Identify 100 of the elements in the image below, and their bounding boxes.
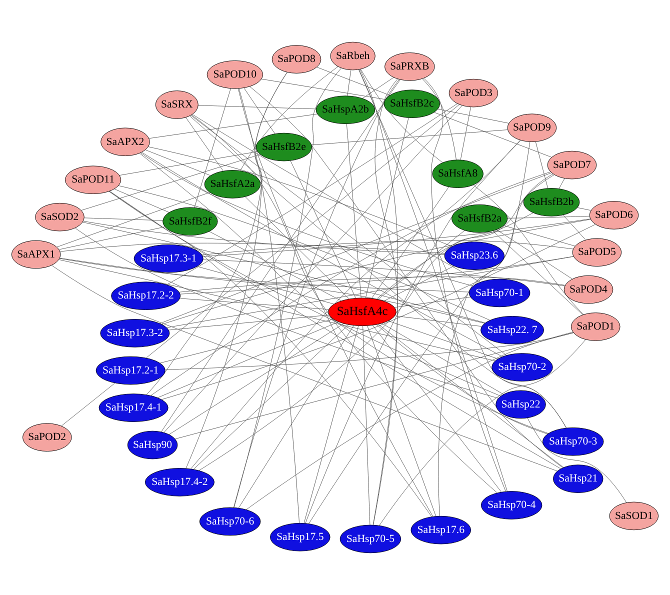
node-ellipse: SaSRX <box>155 90 198 119</box>
node-ellipse: SaHsp70-1 <box>468 278 530 308</box>
connector <box>577 207 591 211</box>
connector <box>535 142 548 188</box>
connector <box>146 104 460 358</box>
node-ellipse: SaAPX2 <box>100 128 150 156</box>
node-ellipse: SaHsfB2c <box>384 90 440 118</box>
node-ellipse: SaHsp22 <box>496 390 546 419</box>
connector <box>290 160 356 298</box>
connector <box>233 79 400 508</box>
connector <box>360 69 398 526</box>
connector <box>527 418 627 503</box>
connector <box>365 118 409 298</box>
connector <box>347 70 352 96</box>
connector <box>362 77 394 98</box>
connector <box>74 228 498 398</box>
connector <box>371 186 449 299</box>
connector <box>142 152 503 357</box>
connector <box>362 326 370 525</box>
connector <box>473 184 584 315</box>
connector <box>378 324 564 468</box>
connector <box>194 88 231 208</box>
connector <box>434 112 552 158</box>
connector <box>496 229 573 280</box>
node-ellipse: SaHsp70-3 <box>542 427 604 456</box>
node-ellipse: SaPOD7 <box>547 150 597 180</box>
connector <box>140 153 549 434</box>
node-ellipse: SaHsfA8 <box>432 160 484 188</box>
connector <box>197 266 334 304</box>
node-ellipse: SaAPX1 <box>11 240 61 269</box>
connector <box>379 339 586 526</box>
connector <box>157 322 339 398</box>
connector <box>394 316 482 327</box>
node-ellipse: SaRbeh <box>330 42 376 70</box>
node-ellipse: SaPOD5 <box>572 238 622 267</box>
connector <box>140 152 474 286</box>
connector <box>305 140 520 524</box>
node-ellipse: SaPOD6 <box>589 201 639 230</box>
connector <box>244 88 276 134</box>
node-ellipse: SaHsp23.6 <box>444 242 505 270</box>
connector <box>367 326 436 516</box>
connector <box>198 105 316 110</box>
connector <box>52 265 558 472</box>
node-ellipse: SaPOD9 <box>507 114 557 142</box>
connector <box>378 230 465 300</box>
node-ellipse: SaHsp17.2-1 <box>96 356 166 385</box>
connector <box>346 124 362 298</box>
connector <box>388 320 498 360</box>
connector <box>168 314 330 330</box>
node-ellipse: SaPOD11 <box>64 166 122 194</box>
connector <box>160 319 334 364</box>
node-ellipse: SaSOD1 <box>609 502 659 530</box>
node-ellipse: SaPRXB <box>384 52 435 81</box>
connector <box>372 78 398 526</box>
connector <box>179 276 565 292</box>
connector <box>192 114 480 282</box>
connector <box>238 88 434 517</box>
connector <box>186 117 224 171</box>
node-ellipse: SaHsfB2e <box>256 132 312 162</box>
node-ellipse: SaHsp17.6 <box>410 516 472 544</box>
connector <box>202 218 590 257</box>
connector <box>311 130 508 146</box>
connector <box>437 108 509 124</box>
connector <box>372 324 502 492</box>
connector <box>503 225 576 246</box>
node-ellipse: SaHsp17.3-2 <box>100 319 170 348</box>
connector <box>82 222 486 324</box>
connector <box>118 185 490 320</box>
connector <box>150 172 551 396</box>
node-ellipse: SaHsp17.2-2 <box>111 282 181 310</box>
connector <box>422 78 456 160</box>
node-ellipse: SaHsp70-5 <box>340 524 402 554</box>
node-ellipse: SaHsp17.4-1 <box>98 394 168 422</box>
connector <box>193 324 349 470</box>
connector <box>59 226 165 250</box>
connector <box>83 220 445 255</box>
node-ellipse: SaHsp90 <box>127 430 178 460</box>
connector <box>240 66 338 171</box>
node-ellipse: SaPOD3 <box>448 78 498 108</box>
connector <box>174 332 574 440</box>
connector <box>492 230 584 316</box>
connector <box>382 323 504 395</box>
connector <box>160 172 552 324</box>
connector <box>304 326 359 524</box>
node-ellipse: SaPOD2 <box>22 423 72 452</box>
connector <box>376 212 534 300</box>
connector <box>84 218 164 221</box>
connector <box>108 191 501 396</box>
node-ellipse: SaPOD1 <box>570 312 620 341</box>
connector <box>202 260 565 286</box>
node-ellipse: SaHsp70-4 <box>480 491 542 520</box>
connector <box>180 298 329 310</box>
node-ellipse: SaHsp17.4-2 <box>144 468 214 496</box>
connector <box>119 151 258 176</box>
connector <box>60 258 485 324</box>
connector <box>316 66 390 96</box>
node-ellipse: SaHsp17.5 <box>270 522 330 552</box>
connector <box>234 68 342 508</box>
connector <box>60 258 470 292</box>
node-ellipse: SaHsp17.3-1 <box>134 244 204 273</box>
